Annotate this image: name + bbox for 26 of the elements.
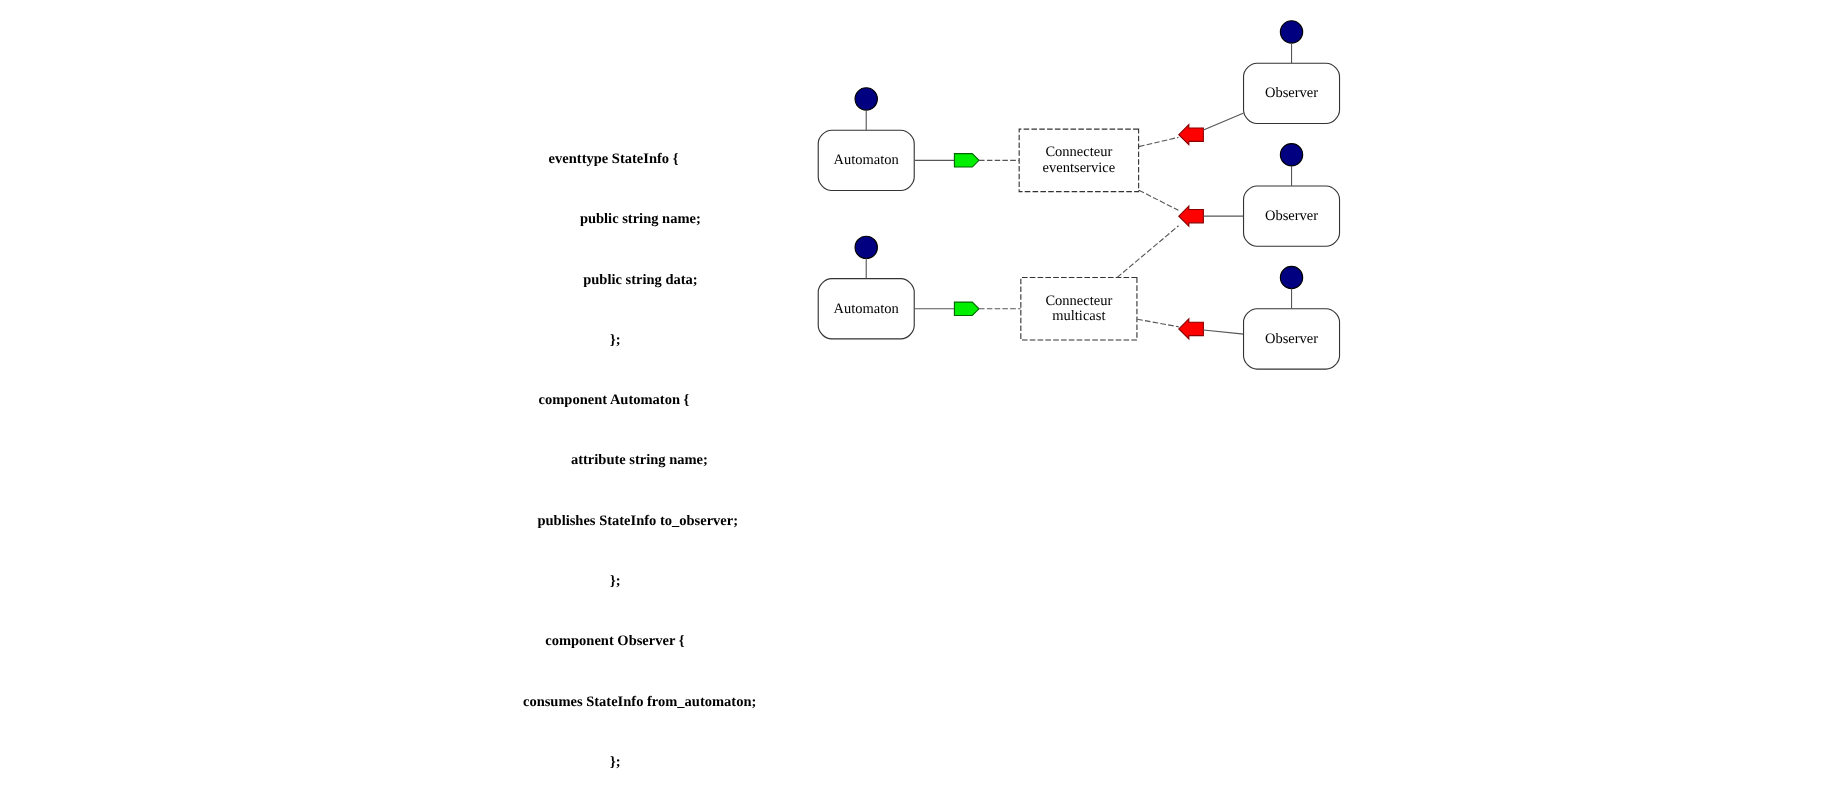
node-circle — [1279, 143, 1304, 167]
connector — [1138, 189, 1179, 211]
node-chevron — [1178, 204, 1204, 228]
node-chevron — [1178, 123, 1204, 147]
connector — [1136, 318, 1180, 328]
connector — [865, 109, 867, 131]
node-chevron — [1178, 317, 1204, 341]
connector — [1202, 215, 1244, 217]
connector — [1202, 112, 1244, 131]
connector — [865, 258, 867, 280]
node-circle — [1279, 265, 1304, 290]
connector — [978, 308, 1022, 310]
connector — [1202, 329, 1244, 335]
node-pentagon — [953, 301, 980, 317]
node-pentagon — [953, 153, 980, 168]
connector — [1290, 165, 1293, 187]
node-circle — [854, 235, 878, 260]
node-circle — [854, 87, 878, 111]
connector — [913, 308, 955, 310]
connector — [978, 159, 1020, 161]
connector — [1290, 42, 1293, 64]
connector — [1138, 136, 1179, 148]
connector — [913, 159, 955, 161]
connector — [1116, 225, 1180, 278]
node-circle — [1279, 20, 1304, 44]
connector — [1290, 288, 1293, 310]
